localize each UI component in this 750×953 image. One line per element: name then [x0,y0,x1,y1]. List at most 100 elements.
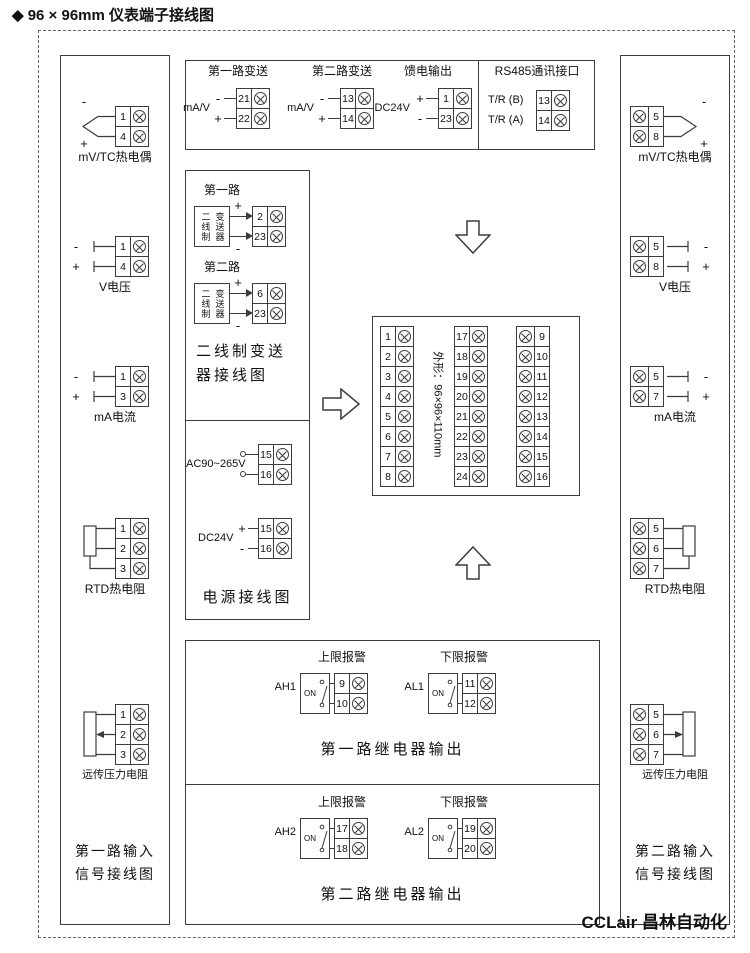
terminal-number: 5 [648,106,664,127]
pressure-resistor-symbol [664,711,696,757]
polarity-minus: - [235,318,241,333]
right-panel-caption-line1: 第二路输入 [635,843,715,859]
terminal-number: 2 [115,724,131,745]
polarity-minus: - [215,91,221,106]
arrow-right-icon [246,289,253,297]
terminal: 3 [115,386,149,407]
rs485-line-b-label: T/R (B) [488,94,524,106]
terminal-screw-icon [130,256,149,277]
low-alarm-header: 下限报警 [439,795,488,809]
rs485-title: RS485通讯接口 [494,64,580,78]
polarity-plus: + [702,259,710,274]
terminal-number: 6 [648,724,664,745]
relay-switch-icon [319,824,328,853]
terminal-number: 14 [534,426,550,447]
terminal: 2 [115,724,149,745]
terminal-screw-icon [469,326,488,347]
terminal-number: 2 [252,206,268,227]
terminal: 4 [115,126,149,147]
arrow-right-icon [322,388,360,420]
current-input-symbol [667,371,689,402]
terminal-number: 5 [648,704,664,725]
polarity-minus: - [235,241,241,256]
wire [458,703,462,704]
terminal-screw-icon [630,744,649,765]
terminal: 6 [252,283,286,304]
arrow-right-icon [246,232,253,240]
terminal-number: 7 [380,446,396,467]
rs485-line-a-label: T/R (A) [488,114,524,126]
sensor-label: mV/TC热电偶 [78,150,152,164]
terminal-number: 2 [380,346,396,367]
terminal-number: 10 [534,346,550,367]
terminal-number: 18 [454,346,470,367]
terminal: 12 [462,693,496,714]
device-label-col1: 二线制 [200,288,211,319]
terminal-screw-icon [630,386,649,407]
group-title: 第一路变送 [207,64,268,78]
terminal: 11 [516,366,550,387]
wire [230,293,246,294]
dc-power-label: DC24V [198,532,234,544]
terminal: 11 [462,673,496,694]
high-alarm-header: 上限报警 [317,650,366,664]
terminal: 23 [252,303,286,324]
device-label-col2: 变送器 [214,211,225,242]
terminal-number: 18 [334,838,350,859]
terminal-number: 23 [252,303,268,324]
arrow-right-icon [246,212,253,220]
terminal: 18 [454,346,488,367]
terminal-screw-icon [395,366,414,387]
rtd-symbol [83,525,115,570]
arrow-right-icon [246,309,253,317]
polarity-plus: + [80,136,88,151]
terminal: 1 [438,88,472,109]
high-alarm-header: 上限报警 [317,795,366,809]
terminal-number: 24 [454,466,470,487]
terminal-number: 3 [115,386,131,407]
polarity-minus: - [73,369,79,384]
terminal-screw-icon [630,724,649,745]
outline-dimension-label: 外形：96×96×110mm [431,351,444,458]
terminal: 22 [236,108,270,129]
terminal: 2 [380,346,414,367]
terminal-number: 1 [115,704,131,725]
wire [458,683,462,684]
relay-section-caption: 第二路继电器输出 [320,886,465,903]
terminal-number: 2 [115,538,131,559]
terminal-screw-icon [130,386,149,407]
terminal-screw-icon [551,110,570,131]
relay-on-label: ON [304,689,316,698]
pressure-resistor-symbol [83,711,115,757]
terminal-screw-icon [630,106,649,127]
output-comm-panel [185,60,595,150]
terminal-number: 3 [380,366,396,387]
terminal-number: 11 [462,673,478,694]
relay-name: AL2 [404,826,424,838]
polarity-plus: + [214,111,222,126]
terminal-number: 5 [648,236,664,257]
terminal: 14 [536,110,570,131]
thermocouple-symbol [81,115,115,138]
terminal: 6 [630,724,664,745]
right-input-panel [620,55,730,925]
terminal: 5 [630,106,664,127]
terminal-screw-icon [267,226,286,247]
sensor-label: mA电流 [93,410,136,424]
terminal-screw-icon [349,693,368,714]
polarity-minus: - [81,94,87,109]
terminal: 23 [438,108,472,129]
